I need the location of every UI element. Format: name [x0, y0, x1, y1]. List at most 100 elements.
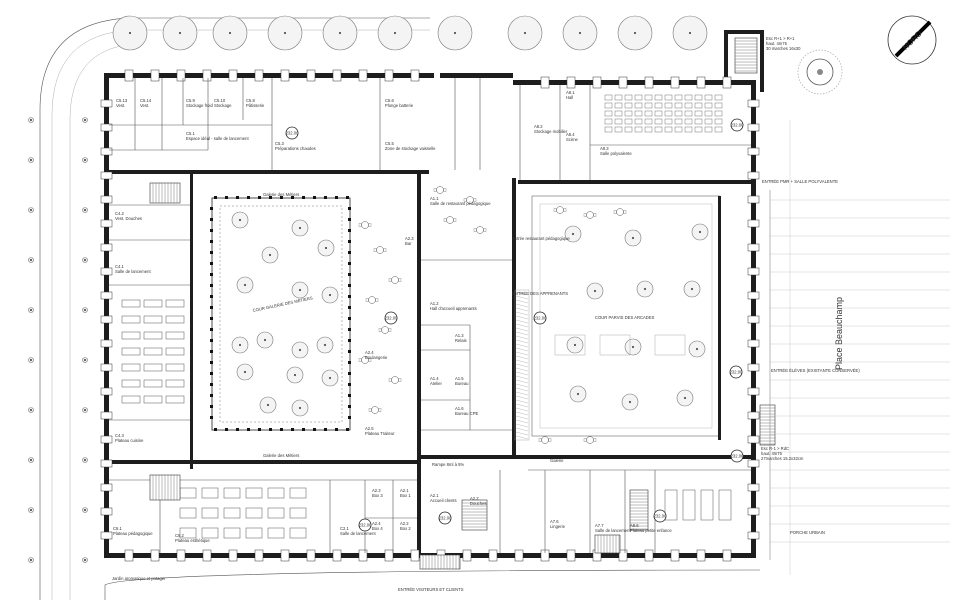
window-mark	[100, 459, 113, 468]
seat	[614, 94, 623, 101]
desk	[121, 395, 141, 404]
bed	[223, 487, 241, 499]
room-code: C5.10	[214, 98, 226, 103]
bed	[179, 507, 197, 519]
seat	[714, 102, 723, 109]
seat	[624, 102, 633, 109]
tree-icon	[82, 407, 88, 413]
gallery-top-label: Galerie des Métiers	[263, 192, 299, 197]
room-name: Salle de lancement	[595, 528, 631, 533]
room-name: Espace idéal - salle de lancement	[186, 136, 249, 141]
window-mark	[306, 69, 316, 82]
room-code: A1.6	[455, 406, 464, 411]
bistro-table	[538, 436, 552, 444]
tree-icon	[316, 336, 334, 354]
seat	[674, 126, 683, 133]
room-code: C6.2	[175, 533, 185, 538]
tree-icon	[82, 507, 88, 513]
elevation-value: 232.00	[730, 370, 743, 375]
tree-icon	[28, 117, 34, 123]
room-name: Stockage mobilier	[534, 129, 568, 134]
window-mark	[696, 549, 706, 562]
column-mark	[348, 416, 351, 419]
seat	[714, 110, 723, 117]
room-name: Lingerie	[550, 524, 566, 529]
column-mark	[210, 229, 213, 232]
bistro-table	[473, 226, 487, 234]
svg-text:haut. 4m75: haut. 4m75	[761, 451, 783, 456]
column-mark	[210, 306, 213, 309]
column-mark	[348, 306, 351, 309]
tree-icon	[291, 399, 309, 417]
window-mark	[592, 76, 602, 89]
tree-icon	[28, 207, 34, 213]
room-code: A8.2	[534, 124, 543, 129]
seat	[674, 118, 683, 125]
seat	[624, 126, 633, 133]
room-code: C2.1	[340, 526, 350, 531]
tree-icon	[82, 357, 88, 363]
bed	[223, 527, 241, 539]
window-mark	[100, 531, 113, 540]
column-mark	[280, 428, 283, 431]
bed	[223, 507, 241, 519]
window-mark	[202, 69, 212, 82]
window-mark	[747, 99, 760, 108]
seat	[694, 126, 703, 133]
room-name: Préparations chaudes	[275, 146, 316, 151]
seat	[644, 94, 653, 101]
column-mark	[247, 196, 250, 199]
window-mark	[644, 549, 654, 562]
tree-icon	[236, 363, 254, 381]
tree-icon	[82, 257, 88, 263]
column-mark	[348, 405, 351, 408]
room-code: C5.8	[246, 98, 256, 103]
garden-label: Jardin aromatique et potager	[112, 576, 166, 581]
seat	[624, 94, 633, 101]
column-mark	[210, 262, 213, 265]
room-code: A2.3	[372, 488, 381, 493]
room-name: Box 4	[372, 526, 383, 531]
room-name: Box 3	[372, 493, 383, 498]
window-mark	[747, 387, 760, 396]
tree-column-left	[28, 117, 88, 563]
desk	[165, 299, 185, 308]
window-mark	[228, 549, 238, 562]
column-mark	[247, 428, 250, 431]
bed	[267, 527, 285, 539]
stair-flight	[734, 37, 758, 74]
room-name: Plateau cuisine	[115, 438, 144, 443]
window-mark	[747, 483, 760, 492]
bistro-table	[583, 436, 597, 444]
column-mark	[210, 339, 213, 342]
column-mark	[348, 218, 351, 221]
column-mark	[210, 284, 213, 287]
seat	[694, 94, 703, 101]
tree-icon	[82, 457, 88, 463]
room-name: Stockage froid	[186, 103, 213, 108]
tree-icon	[507, 15, 543, 51]
column-mark	[346, 428, 349, 431]
desk	[121, 379, 141, 388]
bistro-table	[388, 376, 402, 384]
seat	[624, 110, 633, 117]
tree-row-top	[112, 15, 708, 51]
column-mark	[210, 350, 213, 353]
elevation-badge: 232.00	[286, 126, 299, 140]
column-mark	[210, 383, 213, 386]
column-mark	[348, 273, 351, 276]
bistro-table	[553, 206, 567, 214]
room-code: A2.3	[405, 236, 414, 241]
seat	[714, 94, 723, 101]
seat	[614, 126, 623, 133]
seat	[604, 110, 613, 117]
tree-icon	[231, 336, 249, 354]
tree-icon	[212, 15, 248, 51]
